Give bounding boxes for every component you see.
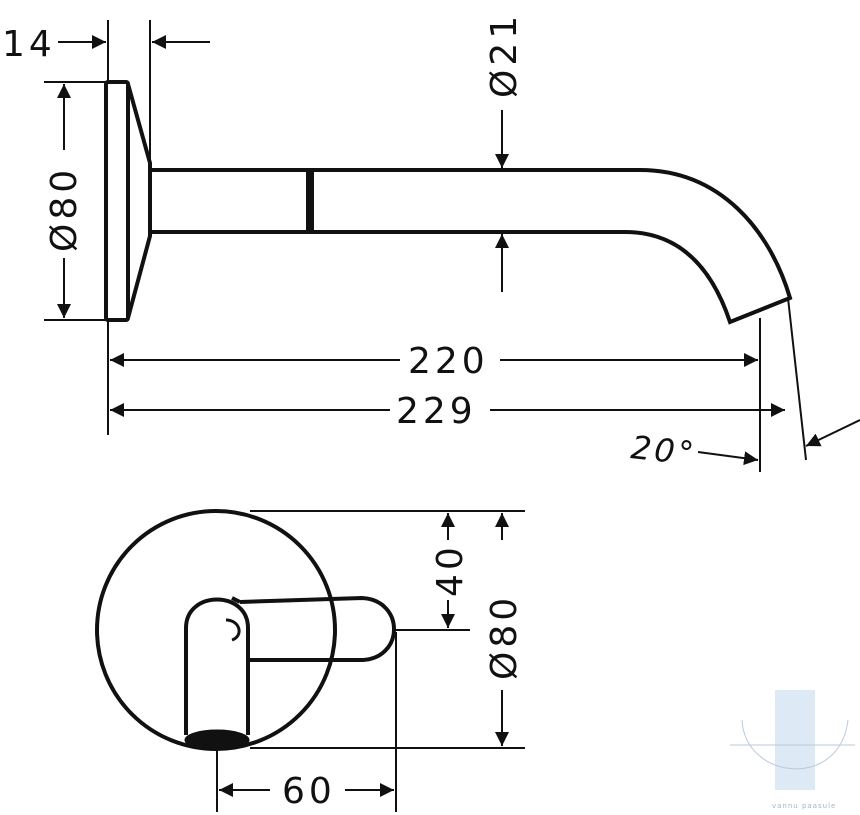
label-spout-diameter: Ø21 — [484, 12, 525, 98]
label-lever-length: 60 — [282, 771, 336, 812]
dim-outlet-angle — [697, 297, 860, 466]
rosette — [95, 509, 337, 751]
lever-handle — [184, 595, 396, 735]
front-view — [95, 509, 525, 812]
label-flange-thickness: 14 — [2, 24, 56, 65]
dim-projection — [107, 318, 761, 472]
dim-flange-thickness — [58, 20, 210, 165]
wall-flange — [104, 80, 152, 322]
dim-lever-height — [250, 510, 525, 631]
lever-base — [184, 729, 250, 751]
label-flange-diameter: Ø80 — [44, 166, 85, 252]
dim-lever-length — [216, 632, 397, 812]
label-rosette-diameter: Ø80 — [484, 594, 525, 680]
label-outlet-angle: 20° — [629, 428, 698, 473]
dim-flange-diameter — [44, 81, 106, 321]
label-lever-height: 40 — [430, 543, 471, 597]
watermark-text: vannu paasule — [772, 802, 836, 810]
label-projection: 220 — [408, 341, 489, 382]
dim-rosette-diameter — [250, 513, 525, 749]
spout-body — [150, 168, 793, 325]
side-view — [44, 20, 860, 472]
watermark-logo: vannu paasule — [730, 690, 855, 810]
label-total-length: 229 — [396, 391, 477, 432]
